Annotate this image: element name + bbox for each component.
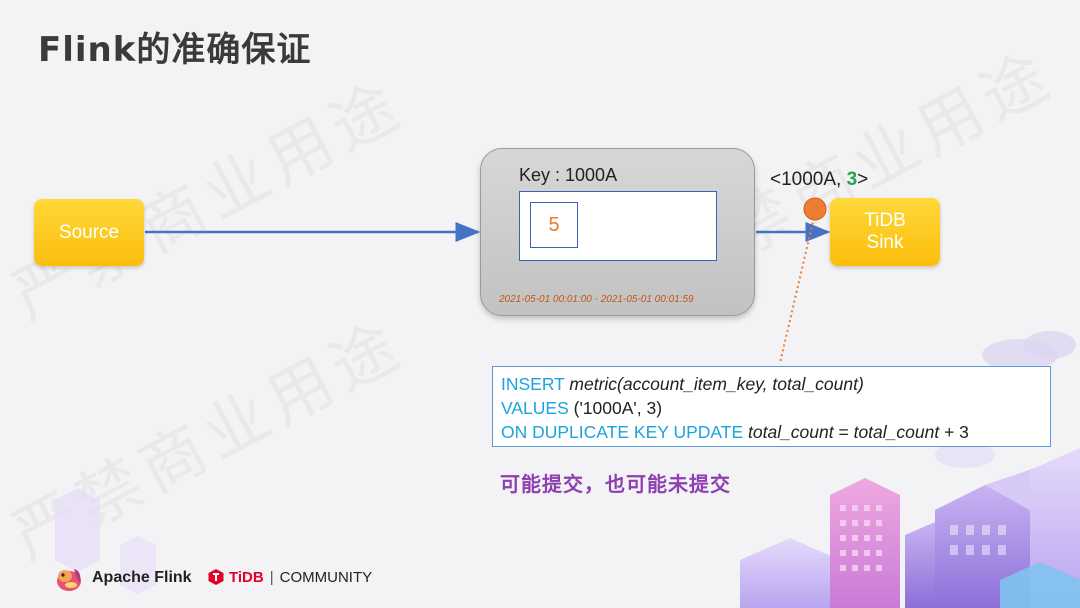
emit-prefix: <1000A, bbox=[770, 169, 847, 190]
tidb-sink-node: TiDB Sink bbox=[830, 198, 940, 266]
sql-text: total_count bbox=[748, 422, 834, 442]
sql-line-3: ON DUPLICATE KEY UPDATE total_count = to… bbox=[501, 420, 1042, 444]
sink-label-line1: TiDB bbox=[864, 210, 906, 231]
key-label: Key : 1000A bbox=[519, 165, 618, 185]
sql-keyword: ON DUPLICATE KEY UPDATE bbox=[501, 422, 748, 442]
flink-label: Apache Flink bbox=[92, 569, 192, 586]
sink-label-line2: Sink bbox=[866, 232, 904, 253]
sql-keyword: VALUES bbox=[501, 398, 574, 418]
count-box: 5 bbox=[530, 202, 578, 248]
window-operator: Key : 1000A 5 2021-05-01 00:01:00 - 2021… bbox=[480, 148, 755, 316]
window-time-range: 2021-05-01 00:01:00 - 2021-05-01 00:01:5… bbox=[499, 294, 694, 305]
flink-squirrel-icon bbox=[57, 569, 81, 591]
sql-text: ('1000A', 3) bbox=[573, 398, 663, 418]
page-title: Flink的准确保证 bbox=[38, 30, 312, 70]
emitted-record-label: <1000A, 3> bbox=[770, 169, 868, 191]
source-node: Source bbox=[34, 199, 144, 266]
emit-suffix: > bbox=[857, 169, 869, 190]
sql-text: metric(account_item_key, total_count) bbox=[569, 374, 864, 394]
apache-flink-logo: Apache Flink bbox=[54, 563, 192, 593]
sql-keyword: INSERT bbox=[501, 374, 570, 394]
sql-text: + 3 bbox=[939, 422, 969, 442]
sql-text: = bbox=[833, 422, 854, 442]
dotted-connector bbox=[779, 212, 816, 364]
count-value: 5 bbox=[548, 213, 560, 236]
sql-line-2: VALUES ('1000A', 3) bbox=[501, 396, 1042, 420]
sql-text: total_count bbox=[853, 422, 940, 442]
tidb-brand: TiDB bbox=[229, 568, 264, 586]
commit-note: 可能提交，也可能未提交 bbox=[500, 472, 731, 496]
sql-statement-box: INSERT metric(account_item_key, total_co… bbox=[492, 366, 1051, 447]
emit-point-dot bbox=[803, 197, 827, 221]
emit-value: 3 bbox=[846, 169, 858, 190]
logo-separator: | bbox=[269, 568, 274, 586]
community-label: COMMUNITY bbox=[279, 568, 373, 586]
tidb-logo-icon bbox=[208, 569, 224, 585]
source-label: Source bbox=[58, 221, 120, 243]
sql-line-1: INSERT metric(account_item_key, total_co… bbox=[501, 372, 1042, 396]
state-box: 5 bbox=[519, 191, 717, 261]
tidb-community-logo: TiDB | COMMUNITY bbox=[207, 568, 372, 586]
